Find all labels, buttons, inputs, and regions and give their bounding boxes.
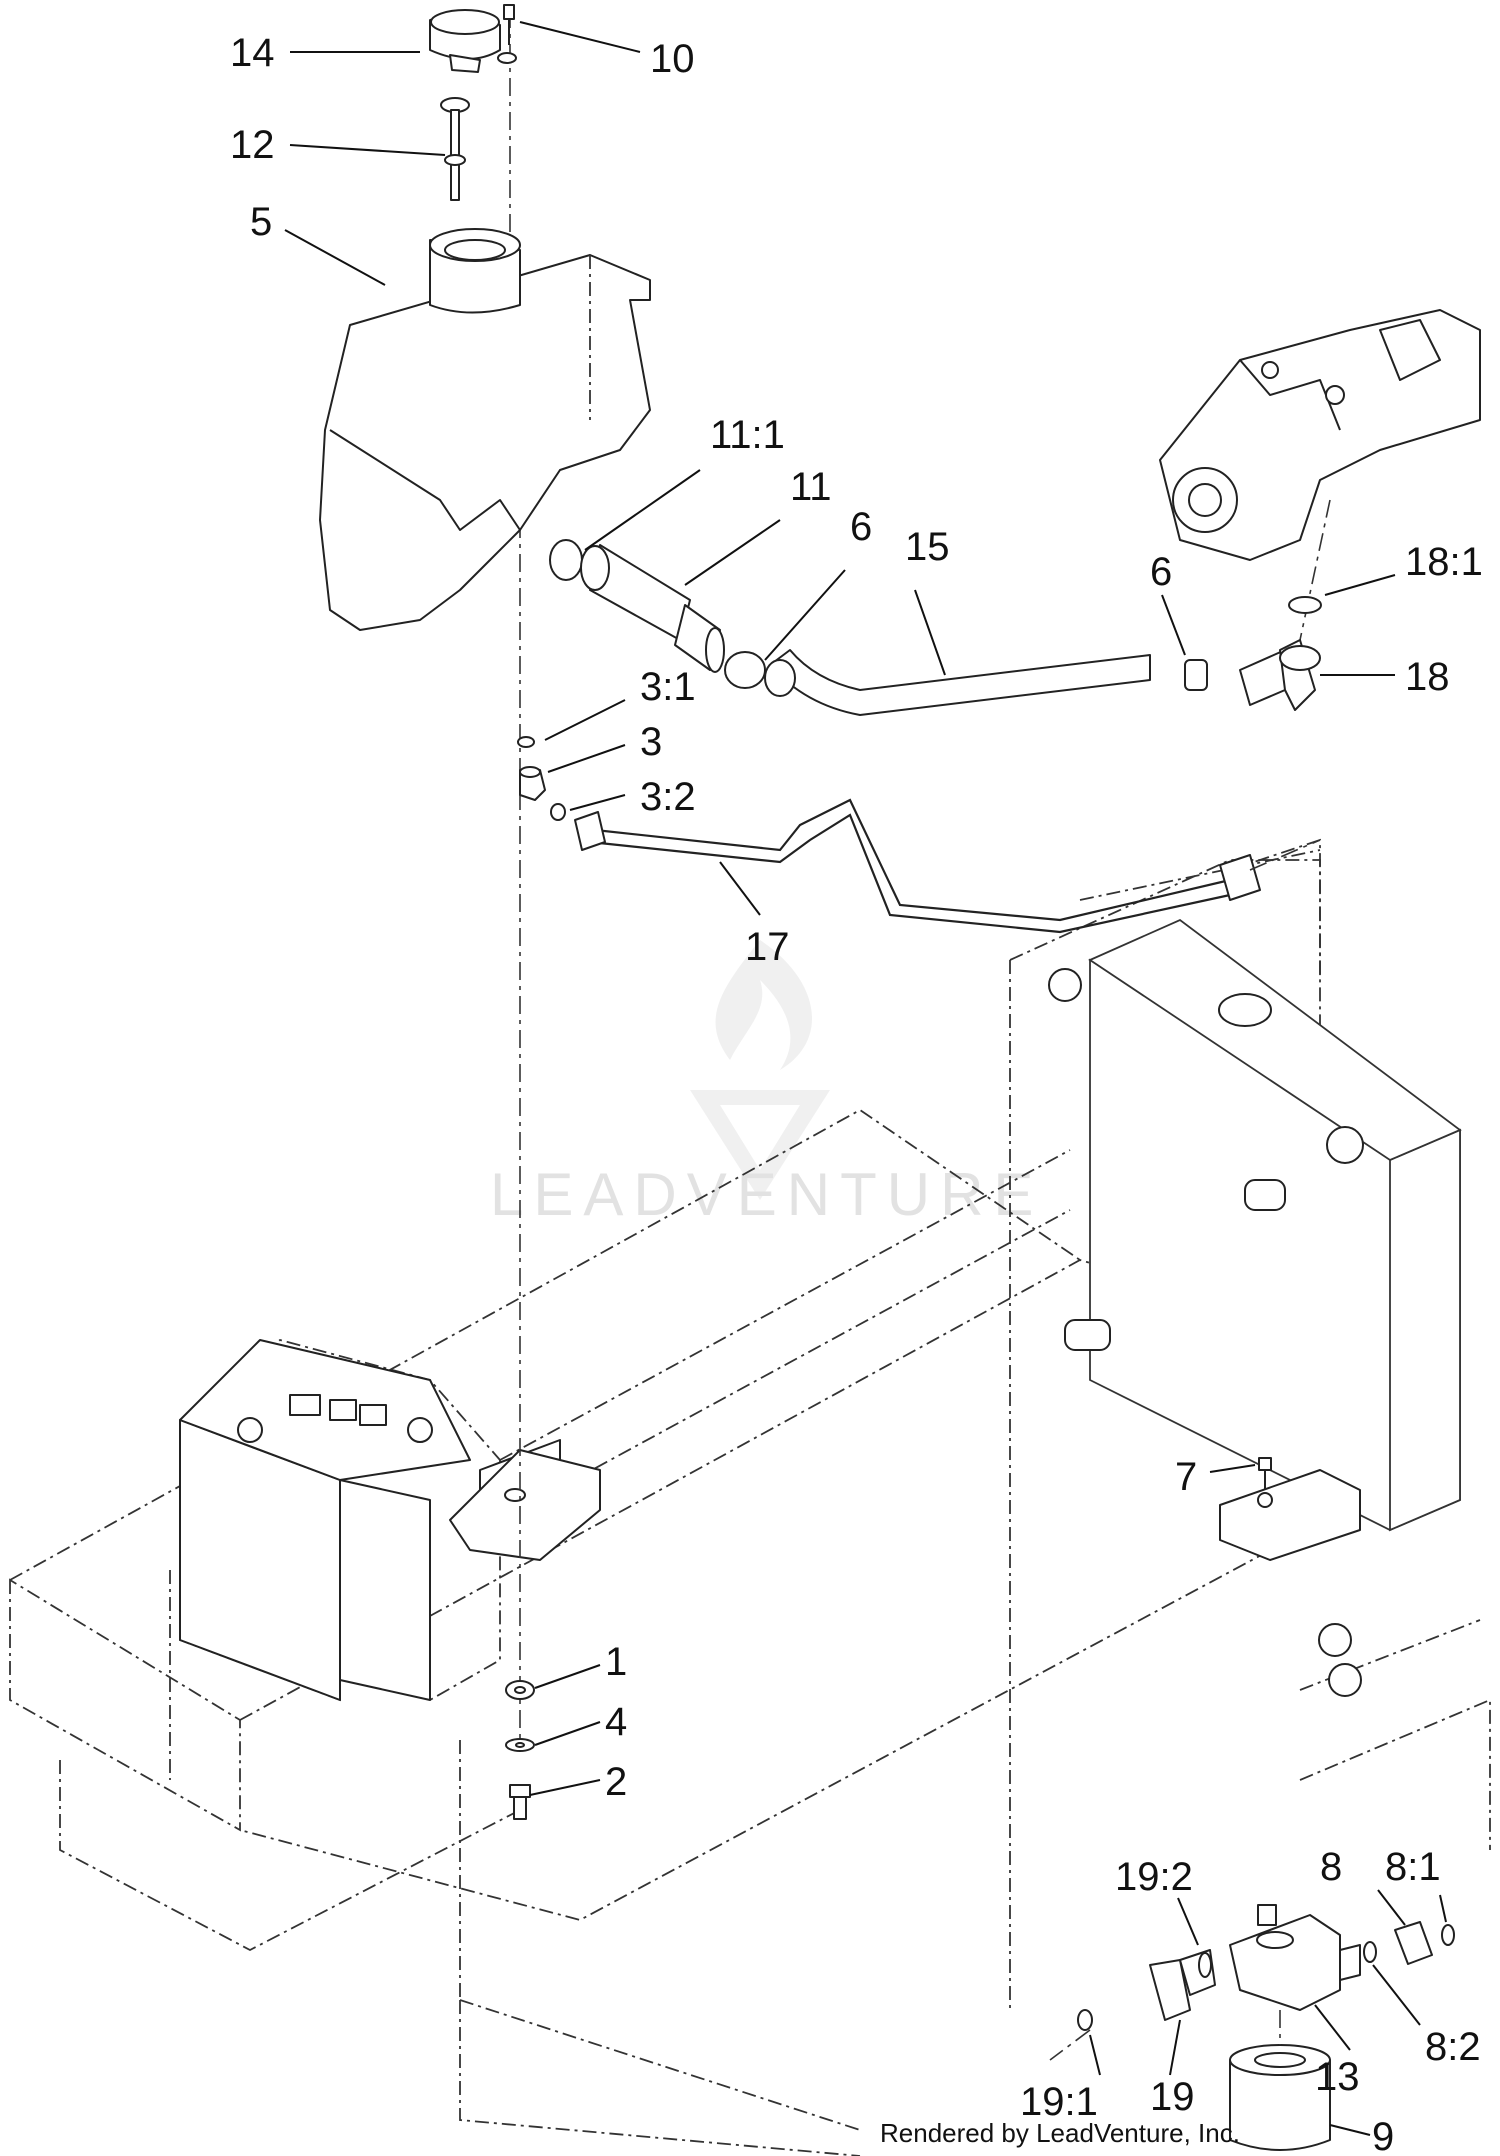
callout-3-1: 3:1 xyxy=(640,665,696,709)
callout-19: 19 xyxy=(1150,2075,1195,2119)
screw-10 xyxy=(497,4,517,64)
callout-6b: 6 xyxy=(1150,550,1172,594)
callout-11-1: 11:1 xyxy=(710,413,785,457)
return-tube xyxy=(574,798,1321,934)
control-tower xyxy=(179,1339,561,1701)
callout-18: 18 xyxy=(1405,655,1450,699)
callout-labels: 14 10 12 5 11:1 11 6 15 6 18:1 18 3:1 3 … xyxy=(230,31,1483,2156)
callout-10: 10 xyxy=(650,37,695,81)
callout-8-2: 8:2 xyxy=(1425,2025,1481,2069)
dipstick xyxy=(440,97,470,201)
fitting-3 xyxy=(517,736,566,821)
hose-clamp xyxy=(724,651,766,689)
hose-clamp xyxy=(1184,659,1208,691)
render-credit: Rendered by LeadVenture, Inc. xyxy=(880,2118,1240,2148)
breather-cap xyxy=(429,9,501,73)
callout-7: 7 xyxy=(1175,1455,1197,1499)
callout-1: 1 xyxy=(605,1640,627,1684)
callout-8: 8 xyxy=(1320,1845,1342,1889)
filter-assembly xyxy=(1049,1904,1455,2151)
hose-end xyxy=(764,659,796,697)
hydraulic-tank xyxy=(319,228,651,631)
tank-mount-hardware xyxy=(505,1680,535,1820)
callout-19-2: 19:2 xyxy=(1115,1855,1193,1899)
radiator xyxy=(1048,838,1462,1697)
callout-12: 12 xyxy=(230,123,275,167)
callout-4: 4 xyxy=(605,1700,627,1744)
hydraulic-pump xyxy=(1159,309,1481,641)
tank-bracket xyxy=(449,1449,601,1561)
filter-bracket xyxy=(1219,1469,1361,1561)
screw-7 xyxy=(1258,1457,1272,1490)
callout-19-1: 19:1 xyxy=(1020,2080,1098,2124)
leader-lines xyxy=(284,21,1447,2136)
watermark-text: LEADVENTURE xyxy=(490,1161,1043,1228)
callout-8-1: 8:1 xyxy=(1385,1845,1441,1889)
watermark-logo xyxy=(690,940,830,1200)
callout-2: 2 xyxy=(605,1760,627,1804)
callout-3: 3 xyxy=(640,720,662,764)
callout-9: 9 xyxy=(1372,2115,1394,2156)
callout-3-2: 3:2 xyxy=(640,775,696,819)
callout-5: 5 xyxy=(250,200,272,244)
suction-strainer xyxy=(549,539,725,673)
callout-18-1: 18:1 xyxy=(1405,540,1483,584)
suction-hose xyxy=(769,649,1151,716)
callout-17: 17 xyxy=(745,925,790,969)
callout-11: 11 xyxy=(790,465,832,509)
callout-15: 15 xyxy=(905,525,950,569)
callout-13: 13 xyxy=(1315,2055,1360,2099)
callout-6: 6 xyxy=(850,505,872,549)
callout-14: 14 xyxy=(230,31,275,75)
elbow-fitting xyxy=(1239,596,1322,711)
